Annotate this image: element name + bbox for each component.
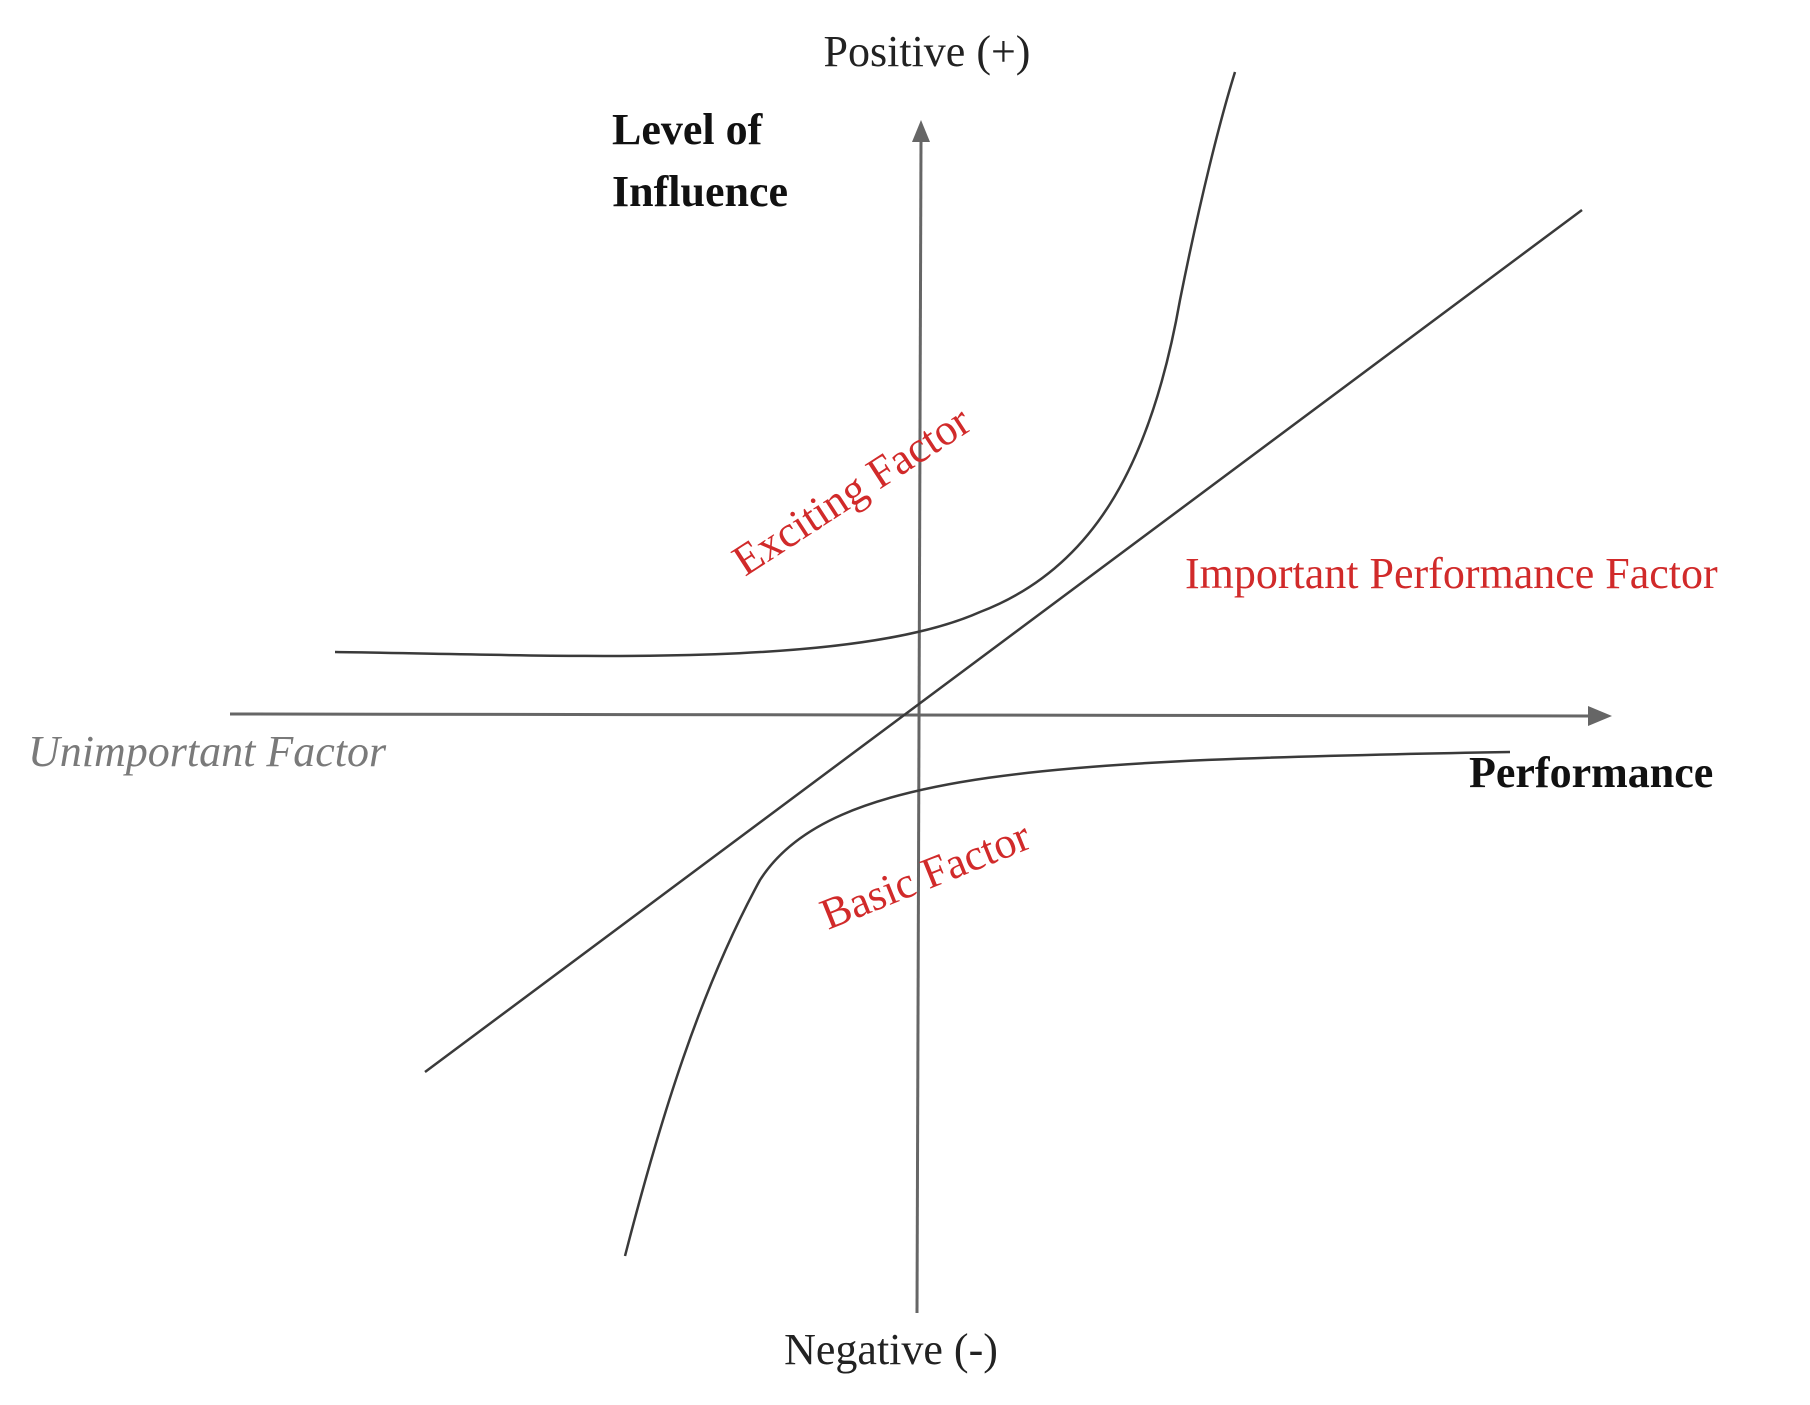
unimportant-factor-label: Unimportant Factor [28,727,387,776]
exciting-factor-label: Exciting Factor [724,396,980,586]
y-axis-positive-label: Positive (+) [824,27,1031,76]
y-axis-title-line2: Influence [612,167,788,216]
basic-factor-curve [623,750,1511,1257]
important-performance-line [424,208,1583,1074]
y-axis-title-line1: Level of [612,105,764,154]
x-axis-arrow-icon [1588,706,1612,726]
y-axis-line [915,139,923,1314]
x-axis-title: Performance [1469,748,1713,797]
important-performance-factor-label: Important Performance Factor [1185,549,1718,598]
exciting-factor-curve [334,71,1237,658]
y-axis-arrow-icon [912,120,930,142]
y-axis-negative-label: Negative (-) [784,1325,998,1374]
basic-factor-label: Basic Factor [813,811,1037,939]
x-axis-line [229,712,1591,718]
